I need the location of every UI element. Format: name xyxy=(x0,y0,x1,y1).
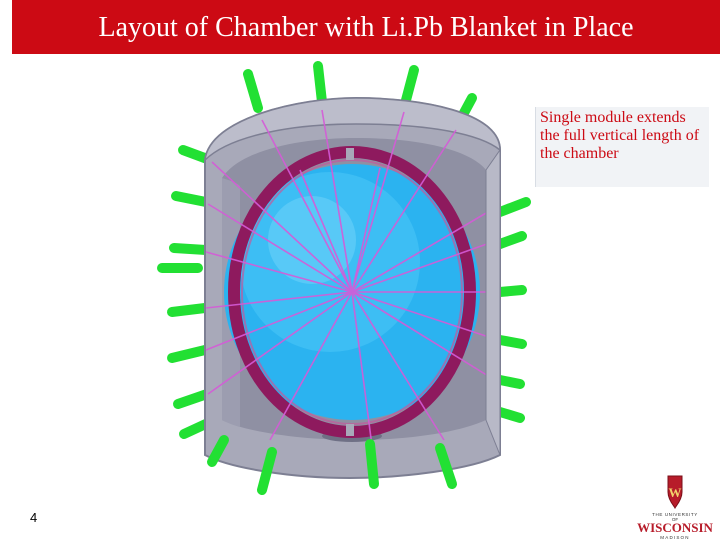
logo-line2: OF xyxy=(672,517,679,522)
crest-icon: W xyxy=(667,475,683,510)
university-logo: W THE UNIVERSITY OF WISCONSIN MADISON xyxy=(637,475,714,540)
callout-text: Single module extends the full vertical … xyxy=(540,109,700,162)
logo-line1: THE UNIVERSITY xyxy=(652,512,698,517)
callout-box xyxy=(535,107,709,187)
logo-line4: MADISON xyxy=(660,535,689,540)
beam-ports xyxy=(157,61,531,439)
svg-text:W: W xyxy=(669,485,682,500)
slide-title: Layout of Chamber with Li.Pb Blanket in … xyxy=(98,12,634,43)
page-number: 4 xyxy=(30,510,38,525)
logo-line3: WISCONSIN xyxy=(637,520,713,535)
chamber-cutaway-illustration xyxy=(157,61,531,495)
title-bar xyxy=(12,0,720,54)
beam-lines xyxy=(205,109,499,447)
